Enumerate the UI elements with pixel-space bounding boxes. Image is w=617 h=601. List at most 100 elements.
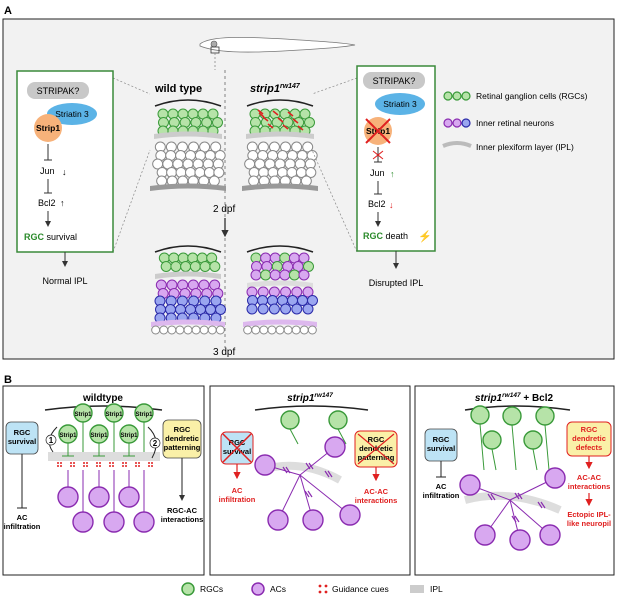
strip1-cell-label: Strip1 (90, 433, 108, 439)
rgc-cell (303, 261, 314, 272)
ipl-legend-icon (410, 585, 424, 593)
ac-cell (72, 511, 94, 533)
strip1-cell-label: Strip1 (105, 412, 123, 418)
rgc-cell (482, 430, 502, 450)
white-cell (302, 141, 314, 153)
ac-cell (88, 486, 110, 508)
white-cell (305, 167, 317, 178)
left-pathway-box: STRIPAK? Striatin 3 Strip1 Jun ↓ Bcl2 ↑ … (16, 70, 151, 286)
blue-cell (302, 303, 314, 315)
ac-legend-icon (251, 582, 265, 596)
ac-contact (305, 462, 311, 470)
rgc-cell (328, 410, 348, 430)
guidance-cue (122, 462, 124, 464)
ipl-legend-label: IPL (430, 584, 443, 594)
bcl2-label: Bcl2 (368, 199, 386, 209)
stripak-box (27, 82, 89, 99)
blue-cell (246, 303, 258, 315)
guidance-cue (83, 465, 85, 467)
number-2-badge (149, 437, 161, 449)
apoptotic-mark (297, 125, 304, 131)
ipl-band (463, 491, 562, 514)
white-cell (291, 325, 301, 335)
ac-contact (324, 470, 330, 478)
rgc-cell (502, 406, 522, 426)
ac-contact (487, 493, 493, 501)
rgc-dendrite (532, 448, 538, 471)
strip1-cell-label: Strip1 (74, 412, 92, 418)
striatin-ellipse (375, 93, 425, 115)
mutant-title: strip1rw147 (250, 83, 301, 95)
ac-contact (540, 501, 546, 509)
stripak-label: STRIPAK? (37, 86, 80, 96)
guidance-cue-legend-icon (318, 584, 328, 594)
white-cell (213, 167, 225, 178)
cross-icon (365, 118, 391, 144)
ipl-legend-icon (442, 141, 472, 148)
ac-cell (509, 529, 531, 551)
inner-neuron-legend-label: Inner retinal neurons (476, 118, 554, 128)
lens-arc (246, 245, 314, 253)
ac-contact (285, 466, 291, 474)
ac-contact (308, 462, 314, 470)
white-cell (210, 141, 222, 153)
ac-cell (267, 509, 289, 531)
strip1-label: Strip1 (36, 123, 60, 133)
rgc-cell (299, 108, 311, 120)
striatin-label: Striatin 3 (383, 99, 417, 109)
guidance-cue (125, 462, 127, 464)
guidance-cue (70, 462, 72, 464)
guidance-cue (73, 462, 75, 464)
strip1-circle (34, 114, 62, 142)
right-pathway-box: STRIPAK? Striatin 3 Strip1 Jun ↑ Bcl2 ↓ … (311, 65, 436, 288)
ipl-band (242, 183, 318, 191)
ac-cell (133, 511, 155, 533)
ac-contact (511, 515, 517, 523)
guidance-cue (151, 462, 153, 464)
apoptotic-mark (282, 124, 289, 130)
ipl-band (155, 271, 221, 279)
guidance-cue (112, 462, 114, 464)
guidance-cue (83, 462, 85, 464)
rgc-cell (288, 269, 300, 281)
guidance-cue (86, 465, 88, 467)
guidance-cue (135, 462, 137, 464)
ipl-band (154, 131, 222, 139)
rgc-cell (73, 403, 93, 423)
bcl2-cells (459, 405, 566, 551)
jun-label: Jun (370, 168, 385, 178)
ac-cell (339, 504, 361, 526)
rgc-cell (160, 261, 172, 272)
white-cell (175, 325, 185, 335)
rgcs-legend-label: RGCs (200, 584, 223, 594)
stripak-label: STRIPAK? (373, 76, 416, 86)
blue-cell (291, 303, 303, 315)
ac-cell (250, 269, 262, 281)
ac-contact (490, 493, 496, 501)
guidance-cue (151, 465, 153, 467)
ac-cell (298, 269, 310, 281)
disrupted-ipl-label: Disrupted IPL (369, 278, 424, 288)
rgc-cell (104, 403, 124, 423)
rgc-cell (535, 406, 555, 426)
white-cell (251, 325, 261, 335)
rgc-dendrite (337, 428, 347, 445)
rgc-dendrite (479, 423, 485, 471)
guidance-cue (96, 465, 98, 467)
ac-cell (279, 269, 291, 281)
white-cell (307, 325, 317, 335)
blue-cell (257, 303, 269, 315)
panel-b-legend: RGCs ACs Guidance cues IPL (181, 582, 443, 596)
guidance-cue (109, 462, 111, 464)
guidance-cue (96, 462, 98, 464)
ipl-band (150, 183, 226, 191)
retina-mutant-2dpf (242, 99, 318, 191)
